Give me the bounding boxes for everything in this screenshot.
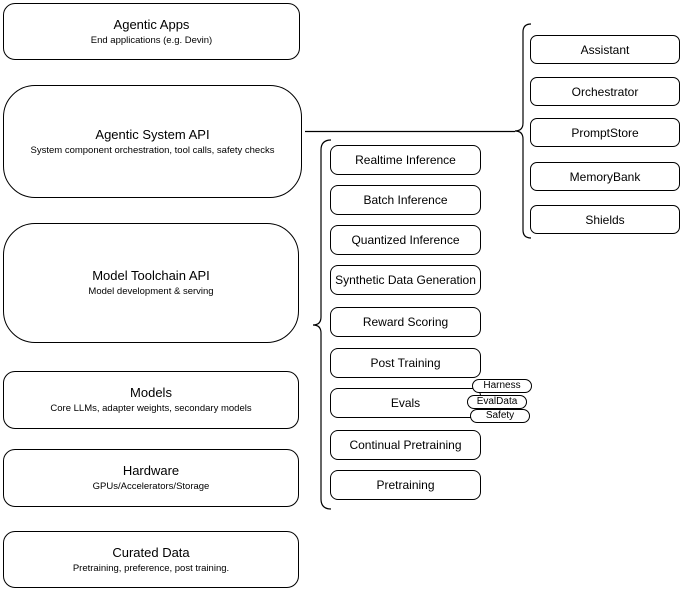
brace-system-group (514, 23, 532, 239)
node-quantized-inference: Quantized Inference (330, 225, 481, 255)
node-title: Hardware (122, 463, 180, 478)
node-memorybank: MemoryBank (530, 162, 680, 191)
node-synthetic-data-generation: Synthetic Data Generation (330, 265, 481, 295)
node-evals: Evals (330, 388, 481, 418)
node-pretraining: Pretraining (330, 470, 481, 500)
node-promptstore: PromptStore (530, 118, 680, 147)
node-hardware: Hardware GPUs/Accelerators/Storage (3, 449, 299, 507)
node-model-toolchain-api: Model Toolchain API Model development & … (3, 223, 299, 343)
node-realtime-inference: Realtime Inference (330, 145, 481, 175)
node-subtitle: GPUs/Accelerators/Storage (92, 481, 210, 492)
node-title: Curated Data (112, 544, 190, 560)
node-assistant: Assistant (530, 35, 680, 64)
node-agentic-apps: Agentic Apps End applications (e.g. Devi… (3, 3, 300, 60)
tag-harness: Harness (472, 379, 532, 393)
node-curated-data: Curated Data Pretraining, preference, po… (3, 531, 299, 588)
node-models: Models Core LLMs, adapter weights, secon… (3, 371, 299, 429)
node-continual-pretraining: Continual Pretraining (330, 430, 481, 460)
node-title: Models (130, 385, 172, 400)
node-agentic-system-api: Agentic System API System component orch… (3, 85, 302, 198)
node-orchestrator: Orchestrator (530, 77, 680, 106)
brace-toolchain-group (312, 139, 332, 510)
tag-safety: Safety (470, 409, 530, 423)
node-post-training: Post Training (330, 348, 481, 378)
node-subtitle: End applications (e.g. Devin) (90, 34, 213, 46)
node-subtitle: Core LLMs, adapter weights, secondary mo… (50, 403, 252, 414)
node-batch-inference: Batch Inference (330, 185, 481, 215)
node-subtitle: Pretraining, preference, post training. (72, 562, 230, 574)
node-subtitle: Model development & serving (88, 286, 214, 297)
node-subtitle: System component orchestration, tool cal… (30, 144, 275, 156)
node-reward-scoring: Reward Scoring (330, 307, 481, 337)
node-title: Model Toolchain API (92, 268, 210, 283)
tag-evaldata: EvalData (467, 395, 527, 409)
node-title: Agentic System API (95, 126, 210, 142)
node-shields: Shields (530, 205, 680, 234)
node-title: Agentic Apps (113, 16, 190, 32)
